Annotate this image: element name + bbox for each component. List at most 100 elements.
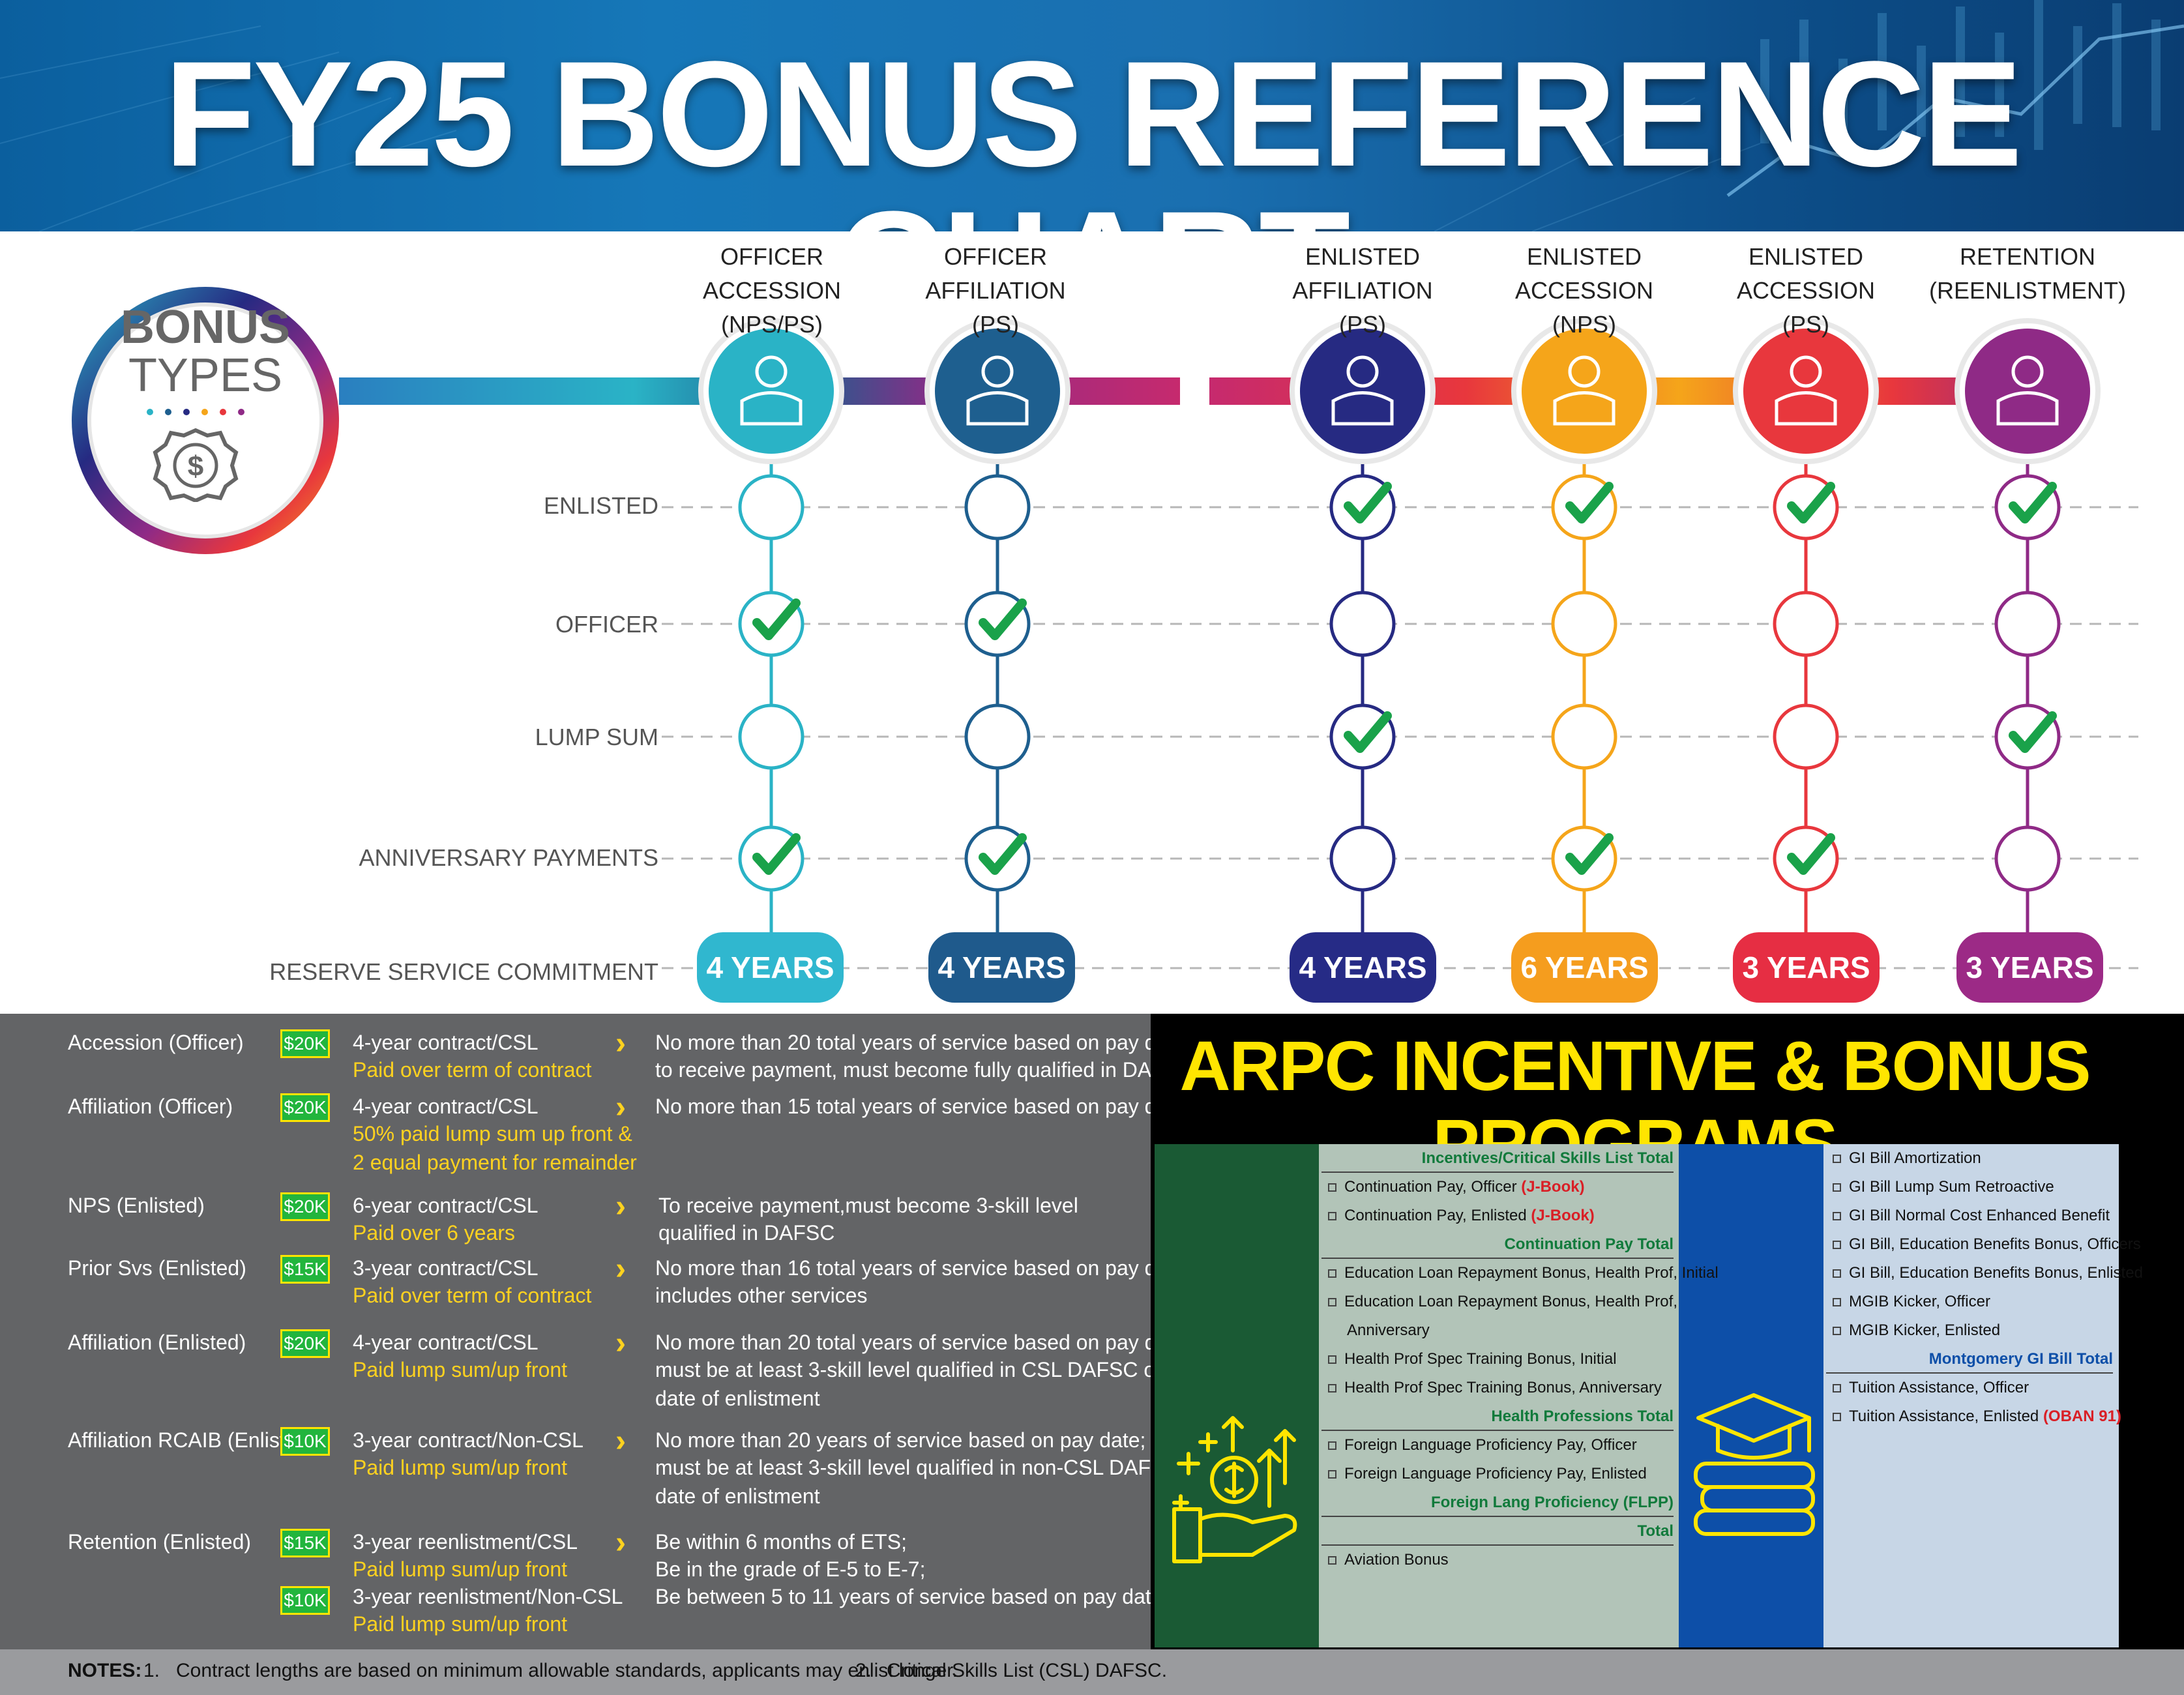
bonus-type: Retention (Enlisted) (68, 1530, 252, 1554)
years-pill-retention: 3 YEARS (1956, 932, 2103, 1003)
program-item-text: GI Bill Normal Cost Enhanced Benefit (1849, 1207, 2110, 1224)
bonus-type: Affiliation (Officer) (68, 1095, 233, 1118)
header-background-graphic (0, 0, 2184, 231)
bonus-type: Prior Svs (Enlisted) (68, 1256, 246, 1280)
incentives-list-panel (1319, 1144, 1679, 1647)
person-head-icon (1346, 355, 1379, 388)
program-item-text: Tuition Assistance, Officer (1849, 1379, 2029, 1396)
check-mark-icon (752, 598, 801, 640)
status-circle (1329, 825, 1396, 892)
check-mark-icon (1787, 833, 1835, 875)
column-head-retention: RETENTION (REENLISTMENT) (1920, 240, 2135, 308)
column-head-line2: (PS) (1782, 311, 1829, 338)
status-circle (1773, 703, 1839, 770)
column-head-line1: ENLISTED ACCESSION (1514, 243, 1654, 304)
check-mark-icon (1344, 711, 1392, 753)
status-circle (738, 474, 804, 540)
program-item: Anniversary (1328, 1316, 1430, 1345)
person-body-icon (1553, 391, 1616, 426)
check-mark-icon (1344, 482, 1392, 523)
program-total-label: Health Professions Total (1491, 1408, 1674, 1425)
status-circle (1551, 591, 1617, 657)
bonus-requirement: No more than 20 total years of service b… (655, 1031, 1191, 1054)
bonus-type: NPS (Enlisted) (68, 1194, 205, 1217)
bonus-requirement: Be in the grade of E-5 to E-7; (655, 1557, 926, 1581)
dollar-seal-icon: $ (147, 409, 244, 502)
column-head-line2: (NPS) (1552, 311, 1616, 338)
bonus-types-badge: BONUS TYPES $ (65, 280, 346, 561)
program-item-text: GI Bill, Education Benefits Bonus, Enlis… (1849, 1264, 2143, 1282)
program-item: Tuition Assistance, Officer (1833, 1374, 2029, 1402)
education-list-panel (1823, 1144, 2119, 1647)
program-item: GI Bill, Education Benefits Bonus, Offic… (1833, 1230, 2141, 1259)
checkbox-icon (1328, 1355, 1336, 1364)
checkbox-icon (1833, 1298, 1841, 1307)
row-label-lump-sum: LUMP SUM (535, 724, 658, 750)
bonus-requirement: to receive payment, must become fully qu… (655, 1058, 1194, 1082)
bonus-matrix-graphic (339, 318, 2138, 969)
checkbox-icon (1833, 1155, 1841, 1164)
checkbox-icon (1833, 1413, 1841, 1422)
check-mark-icon (2009, 482, 2057, 523)
note-number: 2. (855, 1660, 872, 1681)
program-item: Foreign Language Proficiency Pay, Office… (1328, 1431, 1637, 1460)
bonus-contract: 4-year contract/CSL (353, 1331, 539, 1354)
program-item-tag: (J-Book) (1531, 1207, 1595, 1224)
program-total-label: Foreign Lang Proficiency (FLPP) (1430, 1494, 1674, 1511)
notes-label: NOTES: (68, 1660, 142, 1681)
chevron-right-icon: › (615, 1252, 626, 1286)
badge-line-bonus: BONUS (120, 301, 290, 353)
column-head-line2: (REENLISTMENT) (1928, 277, 2126, 304)
program-total-label: Total (1637, 1522, 1674, 1540)
years-pill-enlisted-accession-nps: 6 YEARS (1511, 932, 1658, 1003)
column-head-enlisted-accession-ps: ENLISTED ACCESSION (PS) (1698, 240, 1913, 342)
program-item-tag: (J-Book) (1521, 1178, 1585, 1196)
program-item: Continuation Pay, Enlisted (J-Book) (1328, 1201, 1595, 1230)
bonus-contract: 3-year reenlistment/CSL (353, 1530, 578, 1554)
program-item: Aviation Bonus (1328, 1546, 1449, 1574)
program-item-text: MGIB Kicker, Enlisted (1849, 1321, 2001, 1339)
check-mark-icon (1565, 833, 1614, 875)
checkbox-icon (1833, 1212, 1841, 1221)
person-body-icon (1331, 391, 1394, 426)
column-head-line1: OFFICER AFFILIATION (925, 243, 1066, 304)
column-head-enlisted-accession-nps: ENLISTED ACCESSION (NPS) (1477, 240, 1692, 342)
column-head-line1: OFFICER ACCESSION (702, 243, 842, 304)
money-growth-icon (1172, 1416, 1297, 1563)
bonus-amount: $10K (280, 1427, 330, 1456)
program-total-label: Continuation Pay Total (1504, 1235, 1674, 1253)
notes-bar: NOTES: 1. Contract lengths are based on … (0, 1649, 2184, 1695)
arpc-programs-panel: ARPC INCENTIVE & BONUS PROGRAMS (1151, 1014, 2184, 1649)
row-label-reserve-service-commitment: RESERVE SERVICE COMMITMENT (269, 958, 658, 985)
program-item-text: GI Bill Amortization (1849, 1149, 1981, 1167)
program-item: GI Bill Normal Cost Enhanced Benefit (1833, 1201, 2110, 1230)
column-head-officer-affiliation: OFFICER AFFILIATION (PS) (888, 240, 1103, 342)
header-banner: FY25 BONUS REFERENCE CHART (0, 0, 2184, 231)
check-mark-icon (1565, 482, 1614, 523)
bonus-requirement: date of enlistment (655, 1484, 820, 1508)
bonus-amount: $20K (280, 1329, 330, 1358)
divider (1321, 1516, 1674, 1517)
status-circle (1773, 591, 1839, 657)
program-item: Education Loan Repayment Bonus, Health P… (1328, 1259, 1719, 1288)
chevron-right-icon: › (615, 1189, 626, 1224)
chevron-right-icon: › (615, 1090, 626, 1125)
column-head-line2: (NPS/PS) (720, 311, 823, 338)
chevron-right-icon: › (615, 1424, 626, 1458)
check-mark-icon (1787, 482, 1835, 523)
status-circle (964, 703, 1031, 770)
program-item: Tuition Assistance, Enlisted (OBAN 91) (1833, 1402, 2121, 1431)
column-head-line1: ENLISTED AFFILIATION (1292, 243, 1433, 304)
bonus-contract: 3-year reenlistment/Non-CSL (353, 1585, 623, 1608)
bonus-contract: 3-year contract/CSL (353, 1256, 539, 1280)
bonus-contract: 4-year contract/CSL (353, 1031, 539, 1054)
column-head-enlisted-affiliation: ENLISTED AFFILIATION (PS) (1255, 240, 1470, 342)
bonus-contract: 3-year contract/Non-CSL (353, 1428, 583, 1452)
bonus-payment: 50% paid lump sum up front & (353, 1122, 632, 1145)
check-mark-icon (979, 833, 1027, 875)
program-item-text: Continuation Pay, Enlisted (1344, 1207, 1531, 1224)
bonus-amount: $20K (280, 1192, 330, 1221)
checkbox-icon (1328, 1384, 1336, 1393)
bonus-requirement: must be at least 3-skill level qualified… (655, 1358, 1167, 1381)
column-head-officer-accession: OFFICER ACCESSION (NPS/PS) (664, 240, 879, 342)
